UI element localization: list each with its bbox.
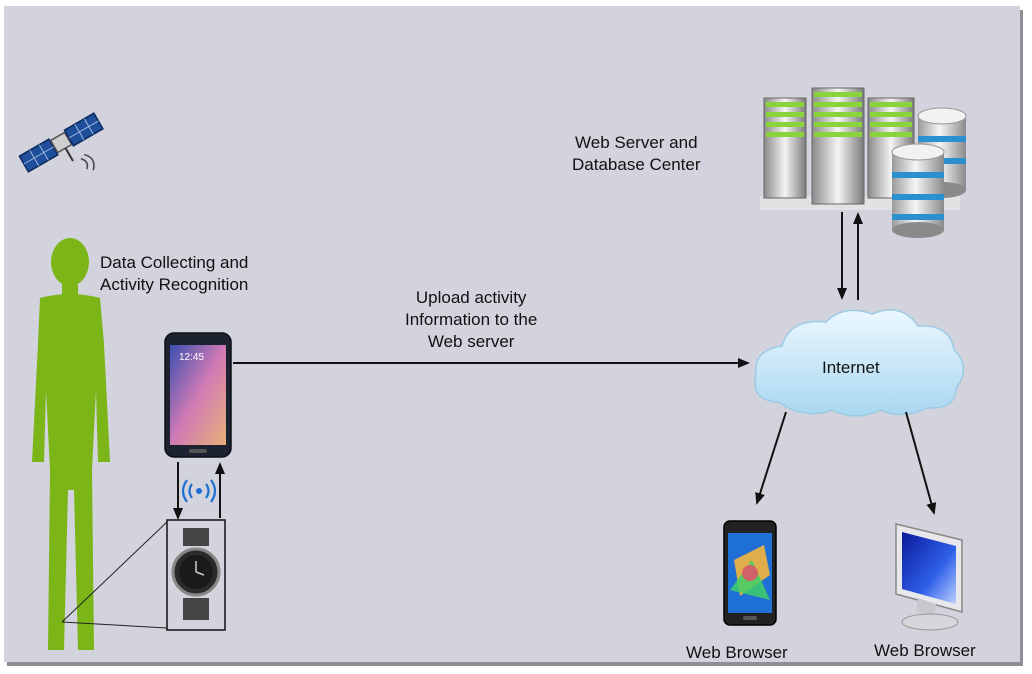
arrow-internet-to-phone (755, 411, 787, 505)
web-browser-phone-label: Web Browser (686, 643, 788, 662)
web-browser-pc-label: Web Browser (874, 641, 976, 660)
mobile-phone-icon (723, 520, 777, 626)
data-collecting-label-line2: Activity Recognition (100, 275, 249, 294)
person-silhouette-icon (32, 238, 110, 650)
desktop-monitor-icon (895, 523, 963, 631)
data-collecting-label: Data Collecting and Activity Recognition (100, 252, 248, 296)
wireless-signal-icon (181, 479, 217, 503)
upload-label: Upload activity Information to the Web s… (405, 287, 537, 353)
smartwatch-icon (166, 519, 226, 631)
upload-label-line2: Information to the (405, 310, 538, 329)
phone-clock-text: 12:45 (179, 352, 204, 363)
zoom-line-top (61, 521, 168, 623)
cloud-icon (754, 309, 965, 417)
data-collecting-label-line1: Data Collecting and (100, 253, 249, 272)
upload-label-line1: Upload activity (415, 288, 527, 307)
web-server-label-line2: Database Center (572, 155, 701, 174)
web-server-label: Web Server and Database Center (572, 132, 701, 176)
web-server-label-line1: Web Server and (575, 133, 698, 152)
zoom-line-bottom (61, 621, 168, 629)
internet-label: Internet (822, 358, 880, 377)
satellite-icon (18, 112, 104, 173)
database-icon (891, 107, 967, 238)
upload-label-line3: Web server (427, 332, 515, 351)
arrow-internet-to-pc (905, 411, 937, 515)
smartphone-icon: 12:45 (164, 332, 232, 458)
